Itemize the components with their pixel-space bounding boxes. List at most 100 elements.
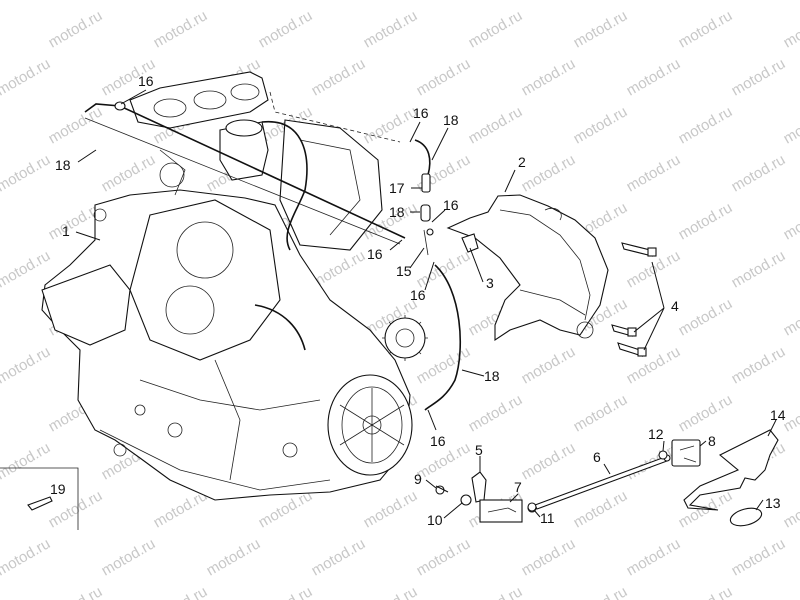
- watermark-text: motod.ru: [676, 391, 736, 435]
- watermark-text: motod.ru: [99, 151, 159, 195]
- breather-pipe: [84, 103, 406, 239]
- watermark-text: motod.ru: [466, 103, 526, 147]
- watermark-text: motod.ru: [519, 343, 579, 387]
- watermark-text: motod.ru: [46, 103, 106, 147]
- watermark-text: motod.ru: [729, 151, 789, 195]
- watermark-text: motod.ru: [729, 0, 789, 3]
- callout-labels: 16 18 1 16 18 2 17 18 16 16 15 3 16 4 18…: [50, 73, 786, 528]
- leader-lines: [75, 89, 777, 519]
- watermark-text: motod.ru: [571, 7, 631, 51]
- callout-6: 6: [593, 449, 601, 465]
- watermark-text: motod.ru: [571, 103, 631, 147]
- callout-9: 9: [414, 471, 422, 487]
- watermark-text: motod.ru: [46, 583, 106, 600]
- watermark-text: motod.ru: [676, 7, 736, 51]
- callout-16-left-mid: 16: [367, 246, 383, 262]
- breather-pipe-edge: [84, 117, 401, 245]
- watermark-text: motod.ru: [676, 199, 736, 243]
- watermark-text: motod.ru: [729, 55, 789, 99]
- callout-1: 1: [62, 223, 70, 239]
- callout-16-mid: 16: [443, 197, 459, 213]
- watermark-text: motod.ru: [624, 535, 684, 579]
- watermark-text: motod.ru: [781, 295, 800, 339]
- watermark-text: motod.ru: [729, 247, 789, 291]
- watermark-text: motod.ru: [99, 0, 159, 3]
- callout-12: 12: [648, 426, 664, 442]
- callout-11: 11: [540, 510, 555, 526]
- callout-16-upper: 16: [413, 105, 429, 121]
- watermark-text: motod.ru: [519, 55, 579, 99]
- watermark-text: motod.ru: [414, 0, 474, 3]
- watermark-text: motod.ru: [309, 0, 369, 3]
- watermark-text: motod.ru: [729, 343, 789, 387]
- watermark-text: motod.ru: [519, 0, 579, 3]
- watermark-text: motod.ru: [309, 535, 369, 579]
- callout-18-right: 18: [484, 368, 500, 384]
- watermark-text: motod.ru: [624, 0, 684, 3]
- watermark-text: motod.ru: [519, 151, 579, 195]
- watermark-text: motod.ru: [466, 391, 526, 435]
- watermark-text: motod.ru: [466, 583, 526, 600]
- watermark-text: motod.ru: [624, 151, 684, 195]
- watermark-text: motod.ru: [361, 7, 421, 51]
- callout-5: 5: [475, 442, 483, 458]
- sprocket: [382, 315, 428, 361]
- callout-16-top: 16: [138, 73, 154, 89]
- watermark-text: motod.ru: [46, 7, 106, 51]
- callout-19: 19: [50, 481, 66, 497]
- hose-fittings-group: [414, 139, 434, 256]
- watermark-text: motod.ru: [414, 343, 474, 387]
- callout-16-lower: 16: [410, 287, 426, 303]
- watermark-text: motod.ru: [571, 391, 631, 435]
- watermark-text: motod.ru: [256, 7, 316, 51]
- watermark-text: motod.ru: [204, 0, 264, 3]
- callout-14: 14: [770, 407, 786, 423]
- watermark-text: motod.ru: [781, 583, 800, 600]
- dashed-connection: [269, 91, 401, 143]
- watermark-text: motod.ru: [676, 583, 736, 600]
- watermark-text: motod.ru: [414, 55, 474, 99]
- callout-13: 13: [765, 495, 781, 511]
- watermark-text: motod.ru: [624, 55, 684, 99]
- watermark-text: motod.ru: [781, 199, 800, 243]
- watermark-text: motod.ru: [781, 487, 800, 531]
- callout-17: 17: [389, 180, 405, 196]
- callout-10: 10: [427, 512, 443, 528]
- watermark-text: motod.ru: [0, 343, 53, 387]
- callout-18-left: 18: [55, 157, 71, 173]
- watermark-text: motod.ru: [781, 103, 800, 147]
- vacuum-hose-lower: [254, 304, 306, 351]
- vacuum-hose: [261, 120, 308, 251]
- callout-18-upper: 18: [443, 112, 459, 128]
- watermark-text: motod.ru: [571, 583, 631, 600]
- shift-parts-right: [658, 429, 779, 527]
- watermark-text: motod.ru: [519, 439, 579, 483]
- watermark-text: motod.ru: [361, 487, 421, 531]
- watermark-text: motod.ru: [0, 55, 53, 99]
- pipe-end-clip: [114, 101, 126, 111]
- watermark-text: motod.ru: [151, 583, 211, 600]
- watermark-text: motod.ru: [414, 247, 474, 291]
- side-hose: [424, 264, 462, 411]
- watermark-text: motod.ru: [676, 103, 736, 147]
- watermark-text: motod.ru: [781, 7, 800, 51]
- callout-7: 7: [514, 479, 522, 495]
- watermark-text: motod.ru: [256, 583, 316, 600]
- watermark-text: motod.ru: [0, 535, 53, 579]
- part-19-box: [0, 467, 79, 530]
- watermark-text: motod.ru: [519, 535, 579, 579]
- watermark-text: motod.ru: [204, 535, 264, 579]
- watermark-text: motod.ru: [0, 439, 53, 483]
- callout-15: 15: [396, 263, 412, 279]
- watermark-text: motod.ru: [0, 0, 53, 3]
- callout-18-mid: 18: [389, 204, 405, 220]
- watermark-text: motod.ru: [729, 535, 789, 579]
- clip-part: [461, 233, 479, 253]
- watermark-text: motod.ru: [466, 7, 526, 51]
- callout-8: 8: [708, 433, 716, 449]
- watermark-text: motod.ru: [414, 535, 474, 579]
- watermark-text: motod.ru: [676, 295, 736, 339]
- shift-parts-left: [435, 471, 537, 523]
- callout-16-bottom: 16: [430, 433, 446, 449]
